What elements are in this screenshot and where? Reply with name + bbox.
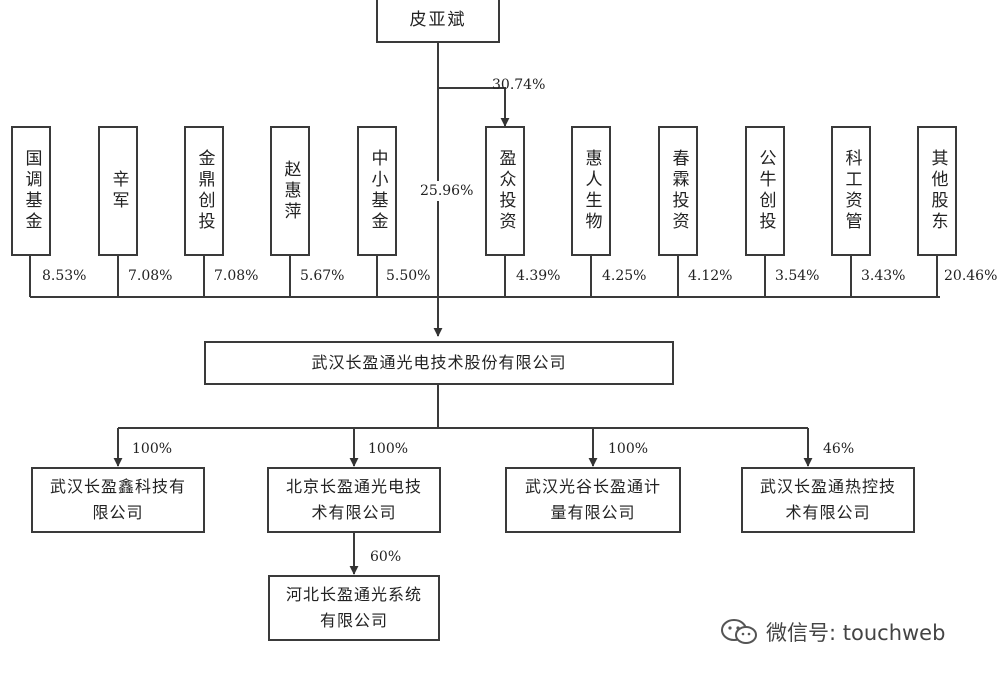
shareholder-box: 金鼎创投 [184,126,224,256]
shareholder-box: 盈众投资 [485,126,525,256]
shareholder-box: 其他股东 [917,126,957,256]
shareholder-pct: 3.43% [861,268,906,284]
shareholder-pct: 7.08% [128,268,173,284]
shareholder-box: 国调基金 [11,126,51,256]
shareholder-name: 科工资管 [841,149,862,233]
subsidiary-box: 北京长盈通光电技 术有限公司 [267,467,441,533]
watermark: 微信号: touchweb [720,617,945,647]
direct-pct-label: 25.96% [420,181,474,201]
sub-subsidiary-box: 河北长盈通光系统 有限公司 [268,575,440,641]
shareholder-pct: 3.54% [775,268,820,284]
shareholder-name: 惠人生物 [581,149,602,233]
company-box: 武汉长盈通光电技术股份有限公司 [204,341,674,385]
shareholder-pct: 5.67% [300,268,345,284]
subsidiary-box: 武汉光谷长盈通计 量有限公司 [505,467,681,533]
shareholder-box: 春霖投资 [658,126,698,256]
shareholder-name: 金鼎创投 [194,149,215,233]
subsidiary-name-line2: 限公司 [92,503,144,522]
shareholder-name: 其他股东 [927,149,948,233]
subsidiary-name-line1: 武汉光谷长盈通计 [524,477,661,496]
shareholder-pct: 8.53% [42,268,87,284]
subsidiary-name-line1: 武汉长盈鑫科技有 [49,477,186,496]
subsidiary-pct: 46% [823,441,855,457]
subsidiary-name-line1: 北京长盈通光电技 [285,477,422,496]
shareholder-name: 公牛创投 [755,149,776,233]
company-name: 武汉长盈通光电技术股份有限公司 [311,353,567,372]
shareholder-name: 国调基金 [21,149,42,233]
shareholder-pct: 20.46% [944,268,998,284]
shareholder-name: 赵惠萍 [280,159,301,223]
shareholder-name: 春霖投资 [668,149,689,233]
yingzhong-pct-label: 30.74% [492,77,546,93]
shareholder-box: 辛军 [98,126,138,256]
subsidiary-pct: 100% [132,441,173,457]
shareholder-box: 惠人生物 [571,126,611,256]
watermark-text: 微信号: touchweb [766,621,946,645]
top-shareholder-name: 皮亚斌 [409,9,467,30]
subsidiary-name-line2: 术有限公司 [311,503,397,522]
shareholder-name: 辛军 [108,170,129,212]
subsidiary-name-line2: 量有限公司 [550,503,636,522]
shareholder-box: 中小基金 [357,126,397,256]
shareholder-pct: 4.12% [688,268,733,284]
sub-subsidiary-name-line2: 有限公司 [319,611,388,630]
subsidiary-pct: 100% [608,441,649,457]
shareholder-pct: 4.39% [516,268,561,284]
shareholder-box: 赵惠萍 [270,126,310,256]
shareholder-pct: 5.50% [386,268,431,284]
shareholder-box: 科工资管 [831,126,871,256]
branch-to-yingzhong [438,87,510,127]
subsidiary-box: 武汉长盈鑫科技有 限公司 [31,467,205,533]
shareholder-name: 盈众投资 [495,149,516,233]
wechat-icon [721,619,757,644]
subsidiary-name-line2: 术有限公司 [785,503,871,522]
subsidiary-name-line1: 武汉长盈通热控技 [759,477,896,496]
sub-subsidiary-name-line1: 河北长盈通光系统 [285,585,422,604]
sub-subsidiary-pct: 60% [370,549,402,565]
subsidiary-box: 武汉长盈通热控技 术有限公司 [741,467,915,533]
shareholder-box: 公牛创投 [745,126,785,256]
shareholder-name: 中小基金 [367,149,388,233]
top-shareholder-box: 皮亚斌 [376,0,500,43]
shareholder-pct: 7.08% [214,268,259,284]
subsidiary-pct: 100% [368,441,409,457]
shareholder-pct: 4.25% [602,268,647,284]
